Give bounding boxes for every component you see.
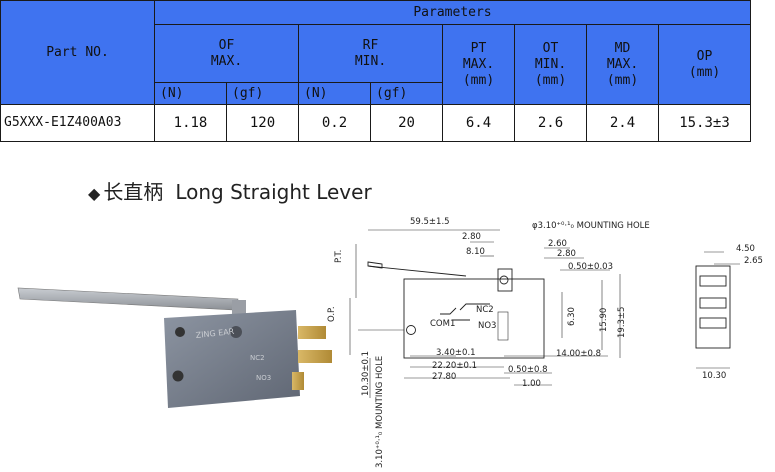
lever-hinge <box>232 300 246 316</box>
svg-text:0.50±0.03: 0.50±0.03 <box>568 262 613 272</box>
svg-text:2.65: 2.65 <box>744 256 763 266</box>
svg-text:6.30: 6.30 <box>567 307 577 326</box>
terminal-nc <box>298 350 332 363</box>
svg-text:19.3±5: 19.3±5 <box>617 307 627 338</box>
label-pt: P.T. <box>334 250 344 263</box>
label-no: NO3 <box>478 321 496 331</box>
svg-text:27.80: 27.80 <box>432 372 456 382</box>
of-gf-unit: (gf) <box>226 82 299 105</box>
svg-text:2.80: 2.80 <box>462 232 481 242</box>
technical-drawing: ZING EAR NC2 NO3 P.T. <box>17 217 763 468</box>
rf-gf-value: 20 <box>370 104 443 142</box>
rf-n-value: 0.2 <box>298 104 371 142</box>
svg-text:8.10: 8.10 <box>466 247 485 257</box>
switch-body <box>164 310 300 408</box>
mount-hole-bottom <box>172 370 184 382</box>
side-view-drawing: P.T. O.P. 59.5±1.5 2.80 8.10 φ3.10⁺⁰·¹₀ … <box>327 217 650 468</box>
svg-text:22.20±0.1: 22.20±0.1 <box>432 361 477 371</box>
label-op: O.P. <box>327 306 337 322</box>
mount-hole-top <box>175 327 185 337</box>
part-no-header: Part NO. <box>0 0 155 105</box>
md-value: 2.4 <box>586 104 659 142</box>
svg-text:2.80: 2.80 <box>557 249 576 259</box>
svg-text:3.40±0.1: 3.40±0.1 <box>436 348 476 358</box>
rf-n-unit: (N) <box>298 82 371 105</box>
label-com: COM1 <box>430 319 455 329</box>
heading-english: Long Straight Lever <box>175 180 372 204</box>
op-value: 15.3±3 <box>658 104 751 142</box>
lever-arm <box>17 287 239 311</box>
body-outline <box>403 278 545 359</box>
label-mounting-hole-v: 3.10⁺⁰·¹₀ MOUNTING HOLE <box>375 356 385 468</box>
section-heading: ◆长直柄 Long Straight Lever <box>88 176 372 205</box>
parameters-header: Parameters <box>154 0 751 25</box>
svg-text:15.90: 15.90 <box>599 308 609 332</box>
svg-text:4.50: 4.50 <box>736 244 755 254</box>
of-n-value: 1.18 <box>154 104 227 142</box>
of-n-unit: (N) <box>154 82 227 105</box>
label-nc: NC2 <box>476 305 494 315</box>
heading-chinese: 长直柄 <box>103 180 164 204</box>
ot-value: 2.6 <box>514 104 587 142</box>
of-gf-value: 120 <box>226 104 299 142</box>
terminal-com <box>298 326 326 339</box>
photo-nc: NC2 <box>250 354 265 362</box>
switch-photo: ZING EAR NC2 NO3 <box>17 287 332 408</box>
rf-gf-unit: (gf) <box>370 82 443 105</box>
svg-text:14.00±0.8: 14.00±0.8 <box>556 349 601 359</box>
diamond-bullet-icon: ◆ <box>88 184 101 203</box>
part-number: G5XXX-E1Z400A03 <box>0 104 155 142</box>
lever-line <box>367 265 467 277</box>
photo-no: NO3 <box>256 374 271 382</box>
dim-lever-length: 59.5±1.5 <box>410 217 450 227</box>
pt-value: 6.4 <box>442 104 515 142</box>
terminal-no <box>292 372 304 390</box>
op-header: OP(mm) <box>658 24 751 105</box>
body-rivet-icon <box>230 326 242 338</box>
table-row: G5XXX-E1Z400A03 1.18 120 0.2 20 6.4 2.6 … <box>0 104 751 142</box>
label-mounting-hole: φ3.10⁺⁰·¹₀ MOUNTING HOLE <box>532 221 650 231</box>
svg-text:10.30: 10.30 <box>702 371 726 381</box>
end-view-drawing: 4.50 2.65 10.30 <box>695 244 763 381</box>
svg-text:0.50±0.8: 0.50±0.8 <box>508 365 548 375</box>
photo-brand: ZING EAR <box>195 327 235 340</box>
svg-text:1.00: 1.00 <box>522 379 541 389</box>
svg-text:10.30±0.1: 10.30±0.1 <box>361 351 371 396</box>
svg-text:2.60: 2.60 <box>548 239 567 249</box>
